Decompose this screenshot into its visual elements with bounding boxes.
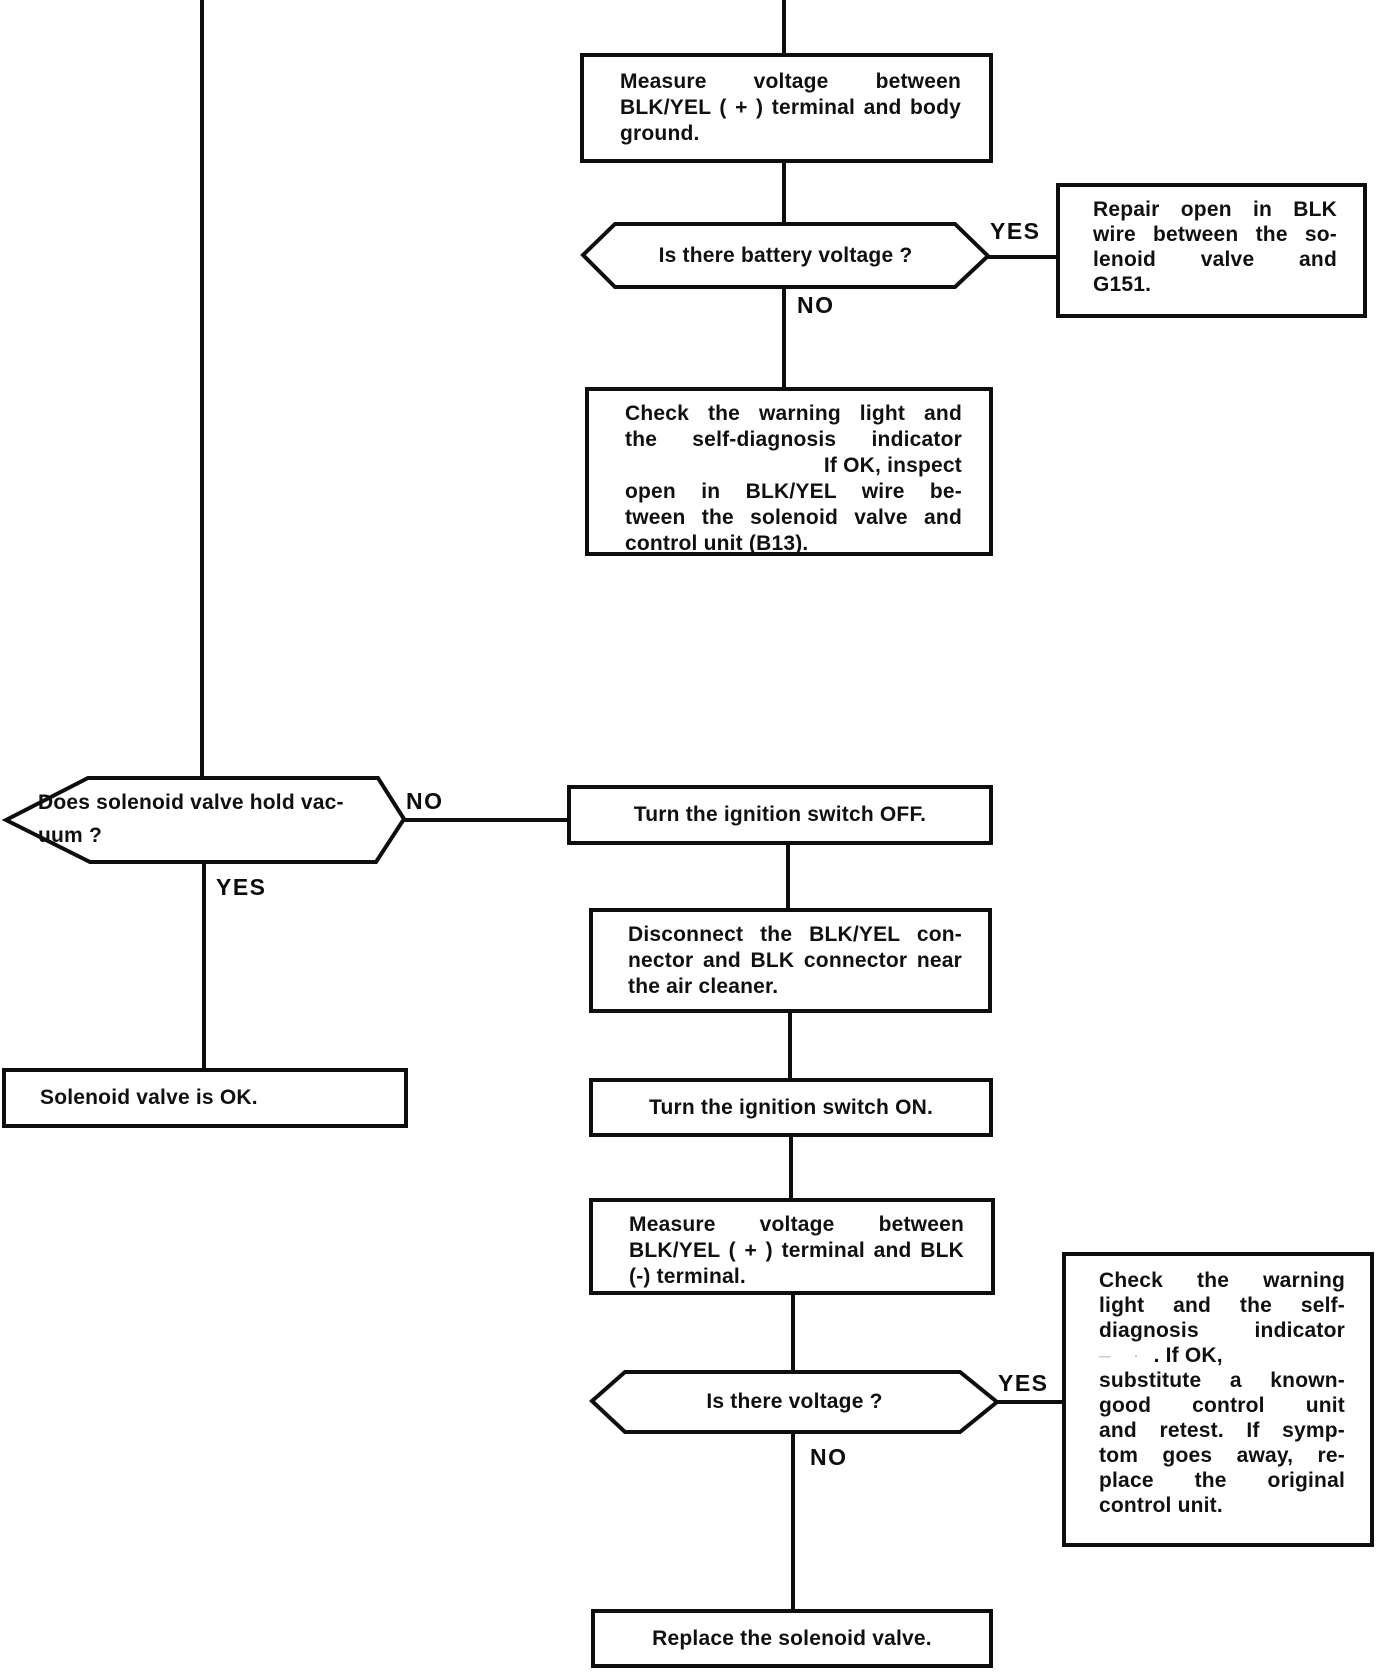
action-text-line: and retest. If symp- (1099, 1419, 1345, 1442)
decision-question: Is there voltage ? (706, 1390, 883, 1413)
result-text: Replace the solenoid valve. (652, 1626, 932, 1650)
action-text-line: – · . If OK, (1099, 1343, 1345, 1368)
action-text-line: control unit. (1099, 1494, 1223, 1517)
action-check-warning-2: Check the warning light and the self- di… (1062, 1252, 1374, 1547)
process-measure-body-ground: Measure voltage between BLK/YEL ( + ) te… (580, 53, 993, 163)
erased-text-marks: – · (1099, 1344, 1148, 1367)
decision-battery-voltage-shape (580, 222, 991, 289)
decision-question: Does solenoid valve hold vac- (38, 791, 344, 814)
process-check-warning-1: Check the warning light and the self-dia… (585, 387, 993, 556)
process-text-line: ground. (620, 122, 700, 145)
action-text-line: tom goes away, re- (1099, 1444, 1345, 1467)
decision-question: uum ? (38, 824, 102, 847)
process-text-line: (-) terminal. (629, 1265, 746, 1288)
branch-label-voltage-no: NO (810, 1444, 848, 1470)
process-text-line: Turn the ignition switch OFF. (633, 803, 927, 826)
process-ignition-off: Turn the ignition switch OFF. (567, 785, 993, 845)
action-text-line: wire between the so- (1093, 223, 1337, 246)
process-text-line: nector and BLK connector near (628, 949, 962, 972)
process-text-line: the air cleaner. (628, 975, 779, 998)
process-text-line: Measure voltage between (629, 1213, 964, 1236)
action-text-line: G151. (1093, 273, 1152, 296)
process-text-line: Check the warning light and (625, 402, 962, 425)
decision-battery-voltage-label: Is there battery voltage ? (583, 224, 988, 287)
process-text-line: Measure voltage between (620, 70, 961, 93)
process-text-line: If OK, inspect (823, 454, 962, 477)
action-text-line: lenoid valve and (1093, 248, 1337, 271)
process-disconnect-connectors: Disconnect the BLK/YEL con- nector and B… (589, 908, 992, 1013)
result-replace-valve: Replace the solenoid valve. (591, 1609, 993, 1668)
action-text-line: Check the warning (1099, 1269, 1345, 1292)
branch-label-vacuum-no: NO (406, 788, 444, 814)
process-text-line: tween the solenoid valve and (625, 506, 962, 529)
action-text-line: substitute a known- (1099, 1369, 1345, 1392)
decision-question: Is there battery voltage ? (658, 243, 913, 267)
process-text-line: open in BLK/YEL wire be- (625, 480, 962, 503)
action-text-line: place the original (1099, 1469, 1345, 1492)
branch-label-battery-yes: YES (990, 218, 1041, 244)
decision-hold-vacuum-shape (1, 776, 407, 864)
decision-is-voltage-shape (589, 1370, 1001, 1434)
branch-label-voltage-yes: YES (998, 1370, 1049, 1396)
process-text-line: control unit (B13). (625, 532, 809, 555)
branch-label-battery-no: NO (797, 292, 835, 318)
process-text-line: Disconnect the BLK/YEL con- (628, 923, 962, 946)
action-text-line: diagnosis indicator (1099, 1319, 1345, 1342)
result-text: Solenoid valve is OK. (40, 1086, 258, 1109)
process-text-line: Turn the ignition switch ON. (648, 1095, 934, 1119)
action-text-fragment: . If OK, (1153, 1344, 1223, 1367)
decision-hold-vacuum-label: Does solenoid valve hold vac- uum ? (38, 786, 372, 852)
process-measure-blk-terminal: Measure voltage between BLK/YEL ( + ) te… (589, 1198, 995, 1295)
action-repair-open-blk: Repair open in BLK wire between the so- … (1056, 183, 1367, 318)
action-text-line: Repair open in BLK (1093, 198, 1337, 221)
process-text-line: BLK/YEL ( + ) terminal and body (620, 96, 961, 119)
action-text-line: good control unit (1099, 1394, 1345, 1417)
process-ignition-on: Turn the ignition switch ON. (589, 1078, 993, 1137)
branch-label-vacuum-yes: YES (216, 874, 267, 900)
action-text-line: light and the self- (1099, 1294, 1345, 1317)
process-text-line: BLK/YEL ( + ) terminal and BLK (629, 1239, 964, 1262)
decision-is-voltage-label: Is there voltage ? (592, 1372, 997, 1432)
process-text-line: the self-diagnosis indicator (625, 428, 962, 451)
result-solenoid-ok: Solenoid valve is OK. (2, 1068, 408, 1128)
